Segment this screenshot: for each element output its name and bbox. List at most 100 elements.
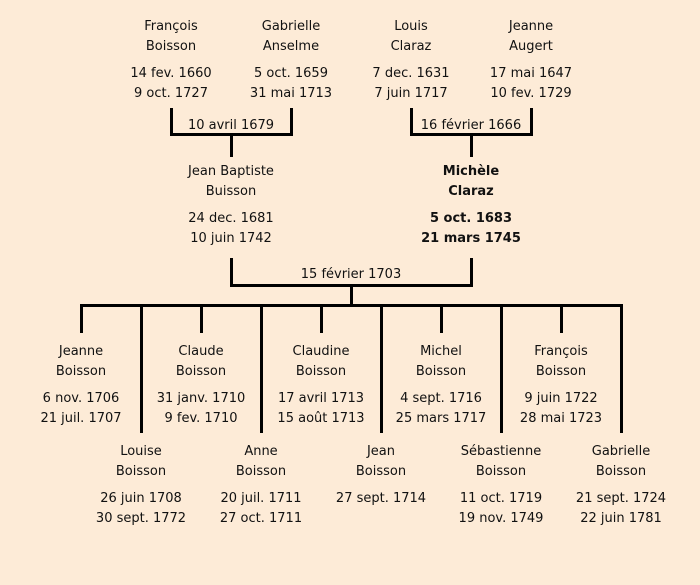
person-card: Jean Boisson 27 sept. 1714 (311, 442, 451, 509)
person-first-name: Louise (120, 444, 162, 459)
person-last-name: Boisson (175, 364, 227, 379)
birth-date: 11 oct. 1719 (459, 491, 543, 506)
death-date: 10 juin 1742 (190, 231, 272, 246)
person-first-name: Michel (420, 344, 462, 359)
birth-date: 20 juil. 1711 (220, 491, 302, 506)
connector-line (320, 304, 323, 333)
connector-line (230, 133, 233, 157)
birth-date: 14 fev. 1660 (130, 66, 212, 81)
person-card: Anne Boisson 20 juil. 1711 27 oct. 1711 (191, 442, 331, 529)
connector-line (380, 304, 383, 433)
person-last-name: Claraz (390, 39, 432, 54)
death-date: 19 nov. 1749 (458, 511, 544, 526)
death-date: 9 oct. 1727 (134, 86, 208, 101)
birth-date: 27 sept. 1714 (335, 491, 427, 506)
person-last-name: Boisson (295, 364, 347, 379)
birth-date: 26 juin 1708 (100, 491, 182, 506)
birth-date: 17 mai 1647 (489, 66, 573, 81)
person-first-name: Louis (394, 19, 428, 34)
person-last-name: Boisson (415, 364, 467, 379)
person-card: Sébastienne Boisson 11 oct. 1719 19 nov.… (431, 442, 571, 529)
death-date: 30 sept. 1772 (95, 511, 187, 526)
person-card: Claude Boisson 31 janv. 1710 9 fev. 1710 (131, 342, 271, 429)
person-first-name: Claudine (292, 344, 350, 359)
person-card: Jeanne Augert 17 mai 1647 10 fev. 1729 (461, 17, 601, 104)
person-card: Jean Baptiste Buisson 24 dec. 1681 10 ju… (161, 162, 301, 249)
connector-line (530, 108, 533, 136)
person-card: François Boisson 14 fev. 1660 9 oct. 172… (101, 17, 241, 104)
person-card: Gabrielle Anselme 5 oct. 1659 31 mai 171… (221, 17, 361, 104)
birth-date: 9 juin 1722 (524, 391, 598, 406)
person-first-name: Michèle (442, 164, 500, 179)
birth-date: 21 sept. 1724 (575, 491, 667, 506)
person-first-name: Anne (244, 444, 278, 459)
person-last-name: Augert (509, 39, 553, 54)
connector-line (620, 304, 623, 433)
connector-line (200, 304, 203, 333)
connector-line (80, 304, 83, 333)
death-date: 28 mai 1723 (519, 411, 603, 426)
person-last-name: Boisson (115, 464, 167, 479)
person-card: François Boisson 9 juin 1722 28 mai 1723 (491, 342, 631, 429)
person-last-name: Anselme (262, 39, 320, 54)
death-date: 15 août 1713 (277, 411, 365, 426)
connector-line (470, 133, 473, 157)
death-date: 22 juin 1781 (580, 511, 662, 526)
person-first-name: Jean Baptiste (188, 164, 274, 179)
person-first-name: Jeanne (508, 19, 554, 34)
birth-date: 7 dec. 1631 (372, 66, 450, 81)
person-first-name: Sébastienne (460, 444, 542, 459)
death-date: 7 juin 1717 (374, 86, 448, 101)
children-bar (80, 304, 623, 307)
connector-line (410, 108, 413, 136)
person-last-name: Boisson (595, 464, 647, 479)
birth-date: 5 oct. 1659 (254, 66, 328, 81)
death-date: 31 mai 1713 (249, 86, 333, 101)
death-date: 9 fev. 1710 (164, 411, 238, 426)
marriage-date: 10 avril 1679 (187, 118, 275, 133)
birth-date: 17 avril 1713 (277, 391, 365, 406)
connector-line (140, 304, 143, 433)
person-last-name: Boisson (355, 464, 407, 479)
birth-date: 31 janv. 1710 (156, 391, 246, 406)
birth-date: 5 oct. 1683 (429, 211, 513, 226)
connector-line (350, 284, 353, 306)
person-card: Jeanne Boisson 6 nov. 1706 21 juil. 1707 (11, 342, 151, 429)
connector-line (170, 108, 173, 136)
connector-line (470, 258, 473, 286)
person-first-name: Claude (178, 344, 224, 359)
person-last-name: Boisson (145, 39, 197, 54)
connector-line (560, 304, 563, 333)
person-last-name: Boisson (535, 364, 587, 379)
person-last-name: Boisson (55, 364, 107, 379)
death-date: 21 juil. 1707 (40, 411, 122, 426)
connector-line (500, 304, 503, 433)
person-card-highlighted: Michèle Claraz 5 oct. 1683 21 mars 1745 (401, 162, 541, 249)
person-first-name: François (534, 344, 588, 359)
death-date: 25 mars 1717 (395, 411, 487, 426)
person-card: Louis Claraz 7 dec. 1631 7 juin 1717 (341, 17, 481, 104)
marriage-date: 15 février 1703 (300, 267, 402, 282)
person-card: Louise Boisson 26 juin 1708 30 sept. 177… (71, 442, 211, 529)
person-last-name: Boisson (475, 464, 527, 479)
person-first-name: Jean (366, 444, 396, 459)
connector-line (290, 108, 293, 136)
person-last-name: Buisson (205, 184, 257, 199)
person-card: Gabrielle Boisson 21 sept. 1724 22 juin … (551, 442, 691, 529)
death-date: 27 oct. 1711 (219, 511, 303, 526)
death-date: 10 fev. 1729 (490, 86, 572, 101)
birth-date: 24 dec. 1681 (188, 211, 274, 226)
connector-line (260, 304, 263, 433)
person-first-name: Gabrielle (261, 19, 321, 34)
person-first-name: Jeanne (58, 344, 104, 359)
person-first-name: Gabrielle (591, 444, 651, 459)
birth-date: 4 sept. 1716 (400, 391, 482, 406)
death-date: 21 mars 1745 (421, 231, 521, 246)
marriage-date: 16 février 1666 (420, 118, 522, 133)
person-card: Michel Boisson 4 sept. 1716 25 mars 1717 (371, 342, 511, 429)
connector-line (230, 258, 233, 286)
birth-date: 6 nov. 1706 (42, 391, 120, 406)
connector-line (440, 304, 443, 333)
person-first-name: François (144, 19, 198, 34)
person-last-name: Claraz (448, 184, 494, 199)
